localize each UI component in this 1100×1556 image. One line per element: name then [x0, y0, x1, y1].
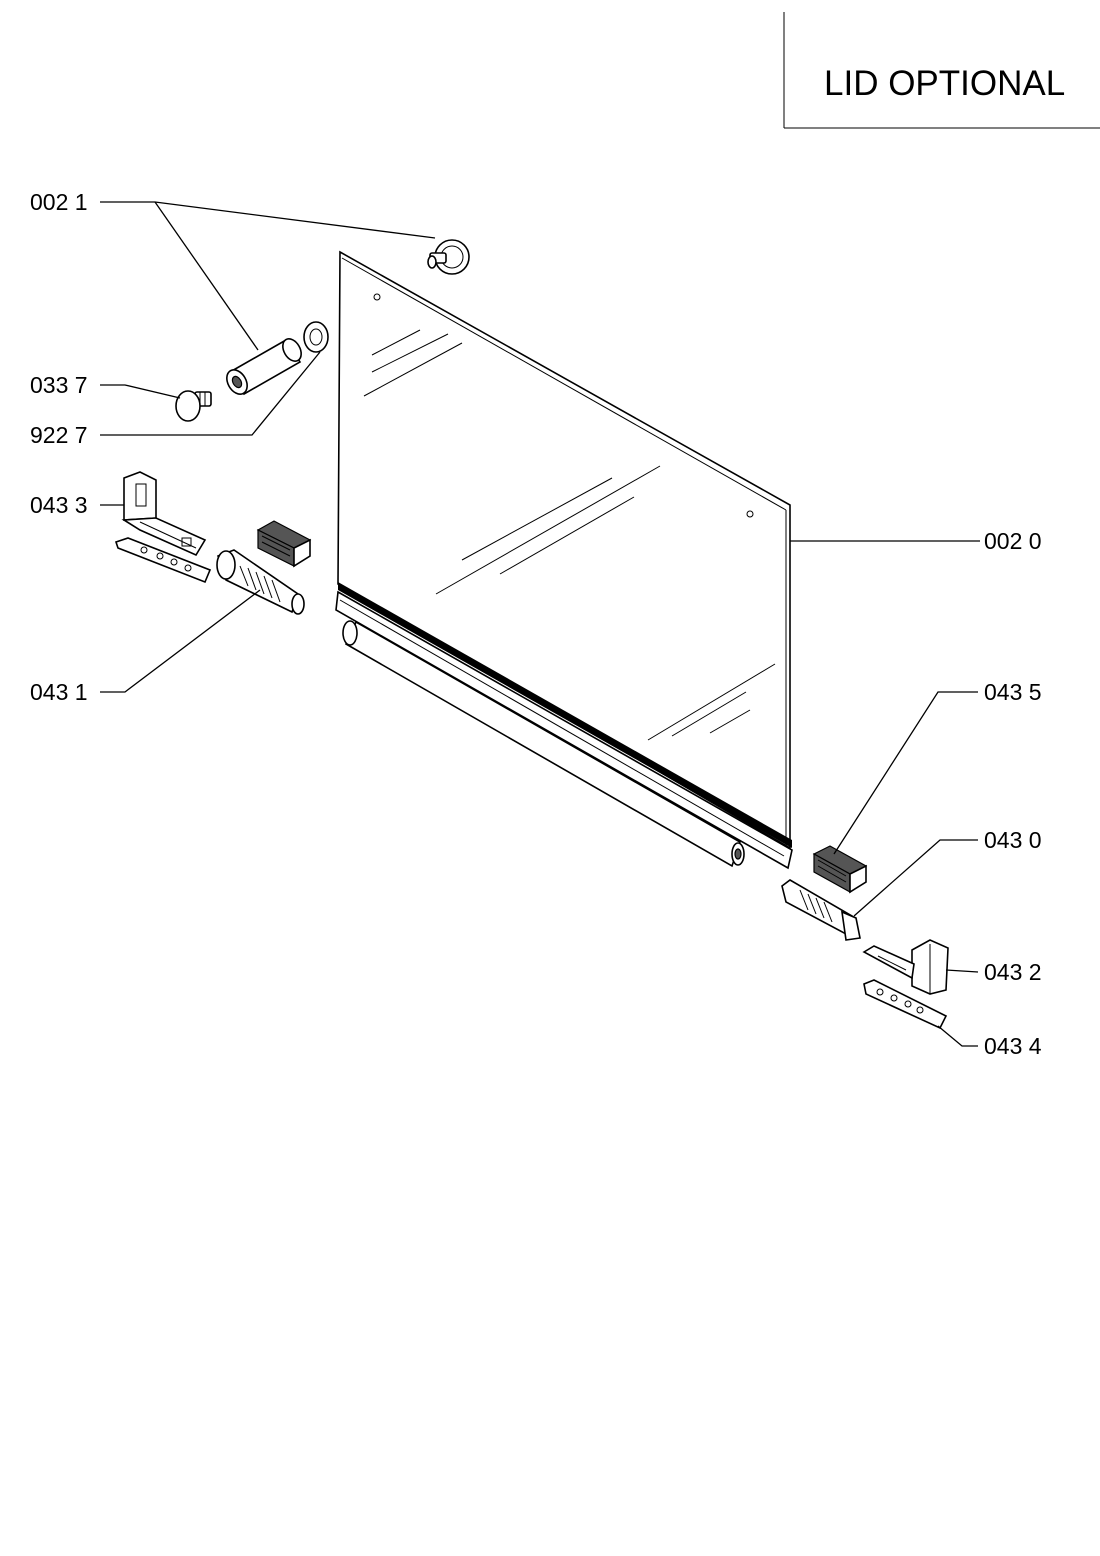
- leader-043-4: [937, 1025, 978, 1047]
- left-hinge-plate: [114, 537, 212, 584]
- leader-002-1: [100, 201, 436, 239]
- leader-043-1: [100, 589, 261, 693]
- right-spring-pin: [781, 879, 861, 941]
- right-hinge-bracket: [862, 939, 949, 995]
- glass-lid-panel: [337, 250, 791, 850]
- washer-part: [303, 321, 329, 353]
- lid-profile-bar: [335, 582, 793, 870]
- left-hinge-bracket: [121, 471, 207, 557]
- left-spring-pin: [216, 549, 305, 615]
- right-hinge-plate: [863, 979, 948, 1030]
- callout-043-5: 043 5: [984, 679, 1042, 705]
- title-box: LID OPTIONAL: [783, 12, 1100, 129]
- knob-cap-part: [175, 390, 212, 422]
- callout-002-0: 002 0: [984, 528, 1042, 554]
- leader-043-0: [853, 839, 978, 917]
- callout-043-0: 043 0: [984, 827, 1042, 853]
- leader-lines: [100, 201, 980, 1047]
- right-spring-block: [812, 845, 868, 894]
- leader-002-1-branch: [154, 201, 259, 351]
- page-title: LID OPTIONAL: [824, 64, 1065, 103]
- sleeve-part: [226, 338, 302, 396]
- left-spring-block: [256, 520, 312, 568]
- callout-002-1: 002 1: [30, 189, 88, 215]
- knob-stem-part: [427, 239, 470, 275]
- callout-922-7: 922 7: [30, 422, 88, 448]
- callout-labels: 002 1 033 7 922 7 043 3 043 1 002 0 043 …: [30, 189, 1042, 1059]
- leader-922-7: [100, 351, 321, 436]
- callout-043-1: 043 1: [30, 679, 88, 705]
- leader-043-5: [833, 691, 978, 855]
- callout-043-4: 043 4: [984, 1033, 1042, 1059]
- leader-033-7: [100, 384, 181, 399]
- callout-043-3: 043 3: [30, 492, 88, 518]
- leader-043-2: [945, 969, 979, 973]
- callout-033-7: 033 7: [30, 372, 88, 398]
- callout-043-2: 043 2: [984, 959, 1042, 985]
